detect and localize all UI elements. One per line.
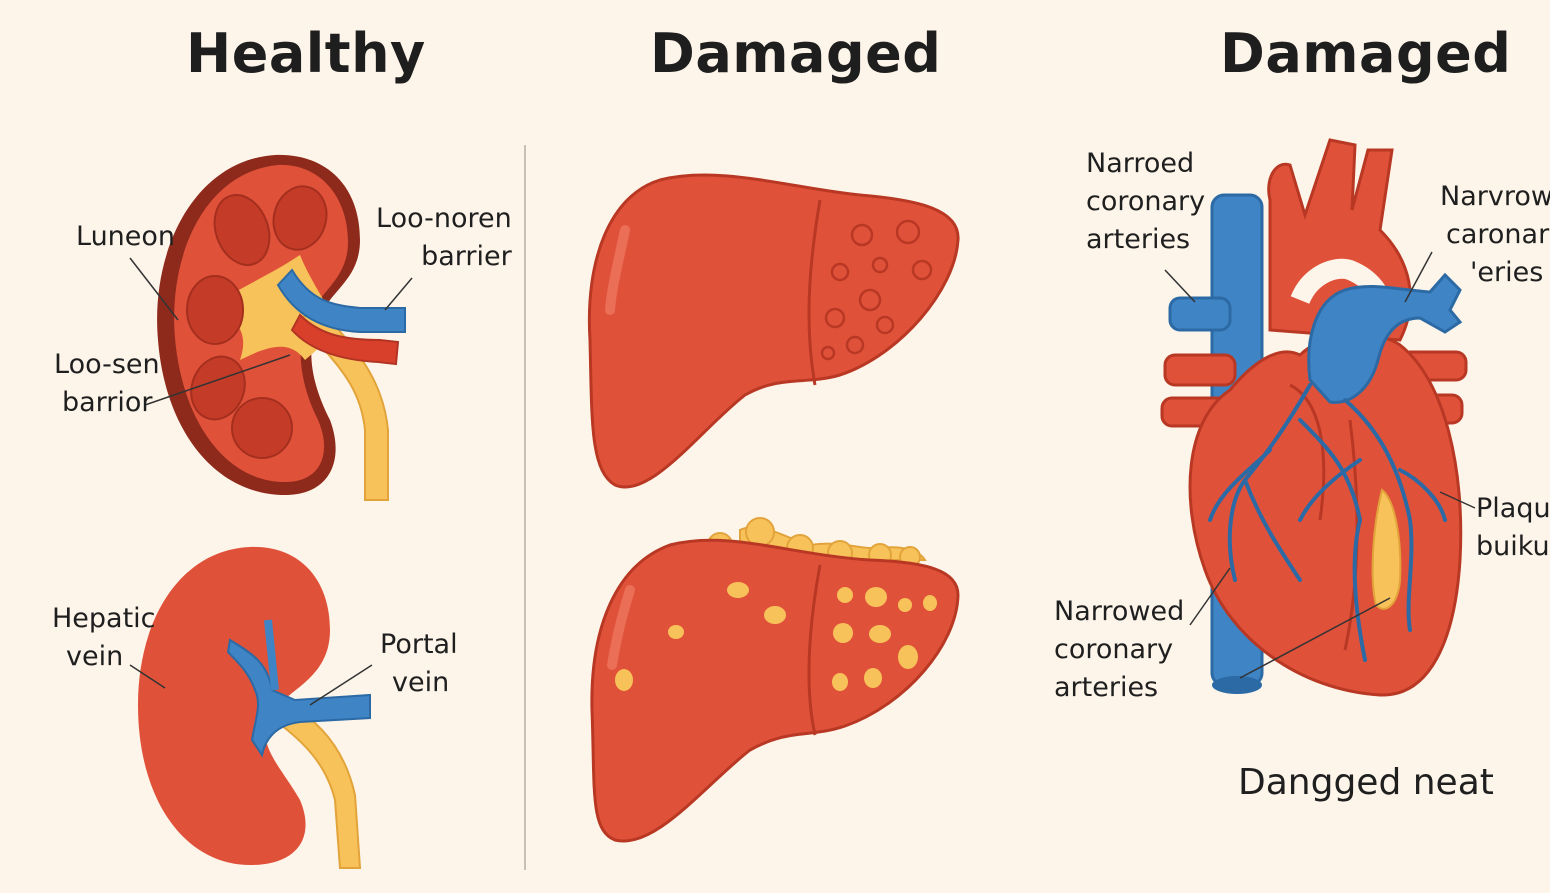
heart-label-bottom-left: Narrowed coronary arteries xyxy=(1054,596,1185,703)
liver-bottom-illustration xyxy=(590,517,960,843)
kidney-bottom-label-b: Portal vein xyxy=(380,629,458,698)
heart-label-right: Plaqu buiku xyxy=(1476,493,1550,562)
kidney-bottom-illustration xyxy=(129,546,373,869)
kidney-top-label-a: Luneon xyxy=(76,221,176,252)
healthy-title: Healthy xyxy=(186,22,426,85)
kidney-bottom-label-a: Hepatic vein xyxy=(52,603,156,672)
heart-label-top-left: Narroed coronary arteries xyxy=(1086,148,1206,255)
heart-label-top-right: Narvrow caronar 'eries xyxy=(1440,181,1550,288)
damaged-title-middle: Damaged xyxy=(650,22,942,85)
damaged-title-right: Damaged xyxy=(1220,22,1512,85)
kidney-top-label-b: Loo-noren barrier xyxy=(376,203,512,272)
kidney-top-illustration xyxy=(129,154,413,501)
kidney-top-label-c: Loo-sen barrior xyxy=(54,349,160,418)
heart-caption: Dangged neat xyxy=(1238,762,1494,803)
heart-illustration xyxy=(1160,138,1476,697)
liver-top-illustration xyxy=(587,173,960,489)
